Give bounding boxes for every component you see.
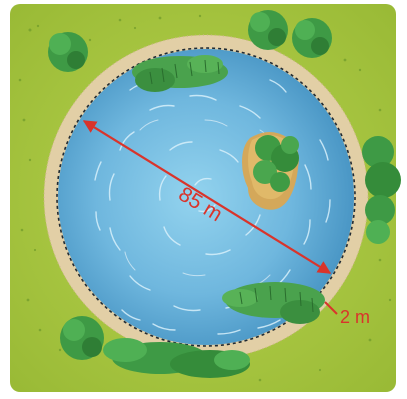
tree-top-left — [48, 32, 88, 72]
tree-bottom-left — [60, 316, 104, 360]
tree-top-right-1 — [248, 10, 288, 50]
tree-right — [362, 136, 401, 244]
path-width-label: 2 m — [340, 307, 370, 327]
reeds-bottom — [222, 282, 325, 324]
trees — [48, 10, 401, 378]
diameter-arrow — [82, 120, 332, 274]
reeds-top — [132, 55, 228, 92]
pond-fence — [56, 47, 356, 347]
path-width-leader — [324, 301, 338, 315]
hedge-bottom — [103, 338, 250, 378]
tree-top-right-2 — [292, 18, 332, 58]
